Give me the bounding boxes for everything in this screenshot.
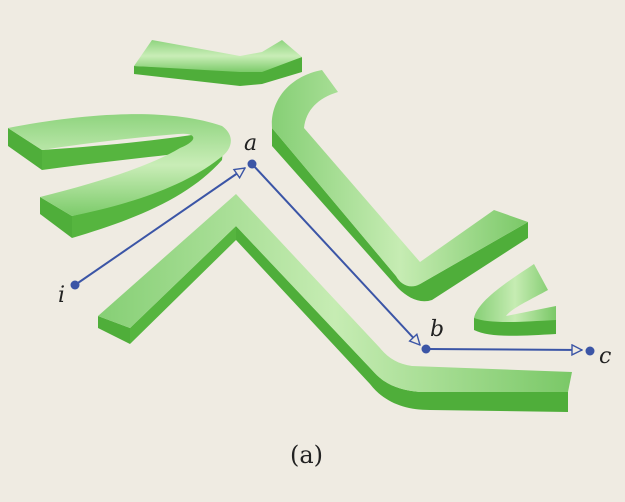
- arrow-b-to-c: [425, 349, 582, 350]
- label-a: a: [244, 131, 257, 156]
- trajectory: [70, 159, 595, 356]
- wall-right-hook: [474, 264, 556, 336]
- point-a-dot: [247, 159, 257, 169]
- wall-bottom: [98, 194, 572, 412]
- point-i-dot: [70, 280, 80, 290]
- figure-caption: (a): [290, 441, 323, 469]
- wall-upper-left: [8, 114, 231, 238]
- point-b-dot: [421, 344, 431, 354]
- wall-right-zigzag: [271, 70, 528, 302]
- wall-top: [134, 40, 302, 86]
- arrow-a-to-b: [251, 163, 420, 345]
- point-c-dot: [585, 346, 595, 356]
- label-i: i: [58, 283, 65, 308]
- label-c: c: [599, 344, 611, 369]
- label-b: b: [430, 317, 444, 342]
- arrow-i-to-a: [74, 168, 245, 286]
